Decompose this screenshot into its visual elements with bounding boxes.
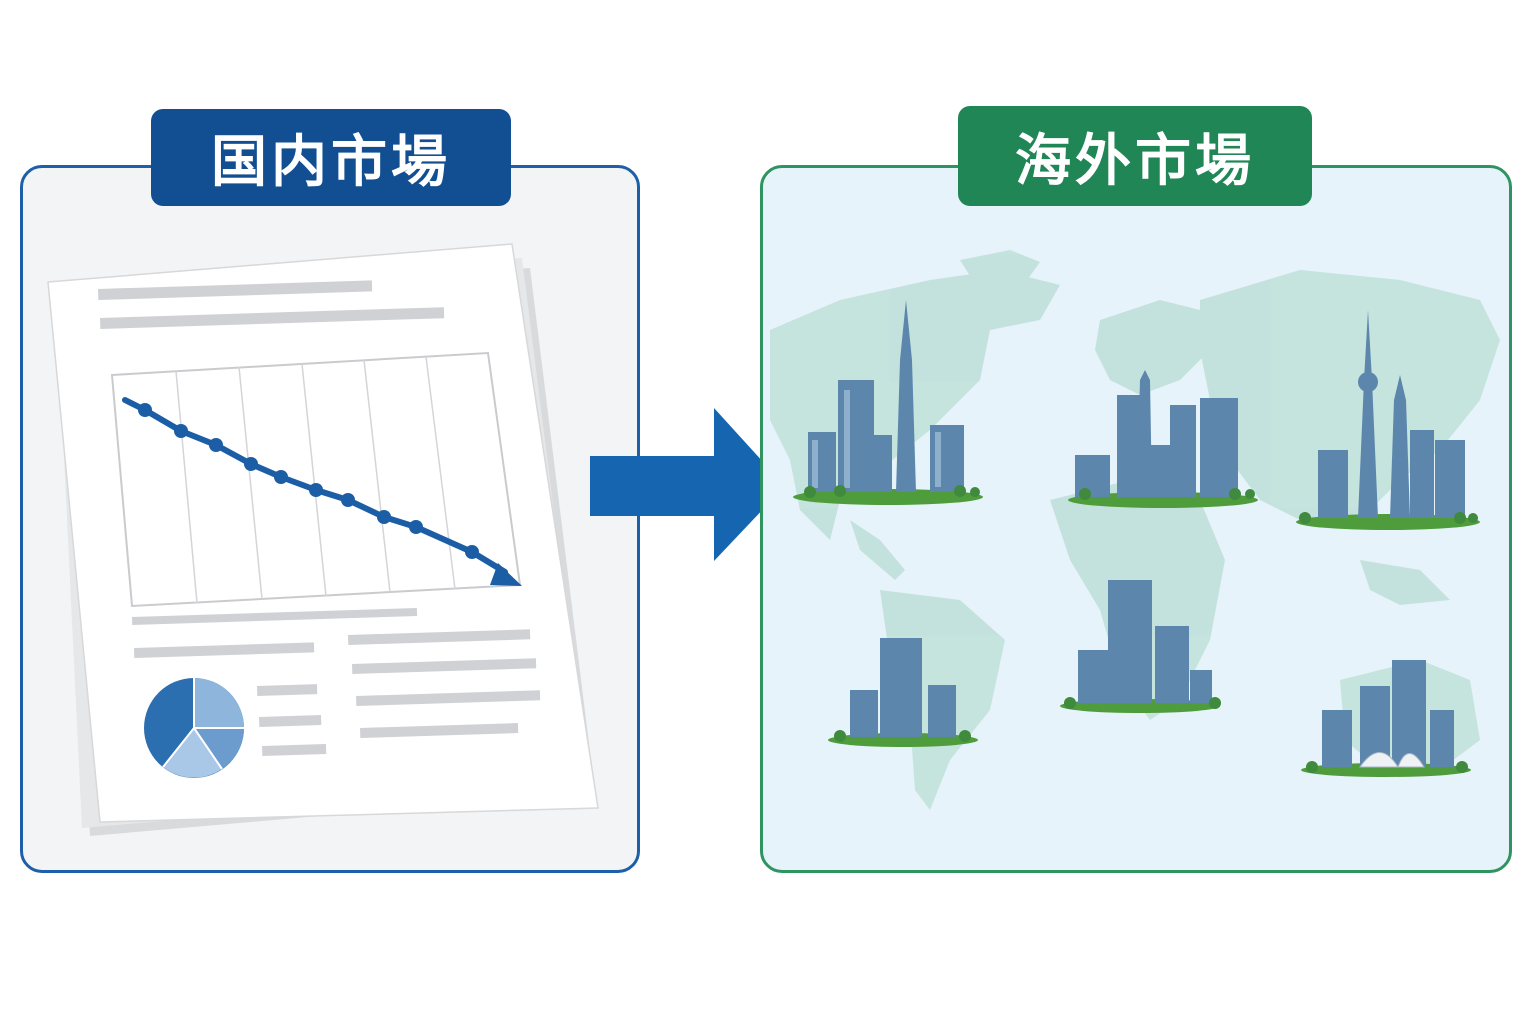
overseas-market-label: 海外市場 xyxy=(958,106,1312,206)
city-skyline-icon xyxy=(793,300,1480,777)
right-arrow-icon xyxy=(590,408,785,561)
declining-line-chart-icon xyxy=(110,351,522,608)
world-map-icon xyxy=(770,250,1500,810)
domestic-market-label: 国内市場 xyxy=(151,109,511,206)
pie-chart-icon xyxy=(144,678,244,778)
text-lines xyxy=(131,608,541,756)
